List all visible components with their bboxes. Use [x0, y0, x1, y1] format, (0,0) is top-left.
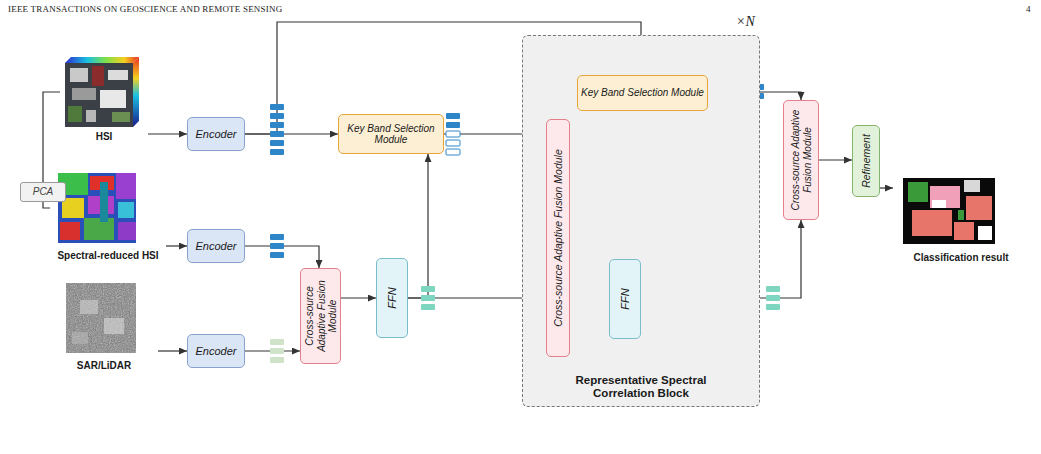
connector	[158, 350, 187, 351]
connector	[408, 154, 428, 298]
node-label: SAR/LiDAR	[50, 360, 158, 372]
refinement-box: Refinement	[852, 125, 880, 197]
spectral-reduced-image	[58, 173, 136, 243]
connector	[341, 297, 376, 298]
node-label: Key Band Selection Module	[339, 123, 443, 146]
connector	[166, 245, 187, 246]
connector	[148, 133, 187, 134]
node-label: Encoder	[196, 240, 237, 253]
node-label: Cross-source Adaptive Fusion Module	[552, 122, 564, 354]
node-label: Classification result	[893, 252, 1029, 264]
node-label: Encoder	[196, 128, 237, 141]
token-strip	[270, 339, 284, 363]
token-strip	[766, 286, 780, 310]
node-label: Cross-source Adaptive Fusion Module	[790, 103, 813, 217]
pca-box: PCA	[20, 182, 66, 202]
page-number: 4	[1026, 4, 1031, 14]
node-label: FFN	[619, 262, 632, 336]
node-label: PCA	[33, 186, 54, 198]
node-label: Encoder	[196, 345, 237, 358]
node-label: Representative Spectral Correlation Bloc…	[551, 374, 731, 400]
connector	[245, 246, 319, 268]
hsi-image	[65, 57, 139, 127]
repeat-count: ×N	[736, 14, 755, 30]
connector	[43, 202, 50, 208]
token-strip	[270, 234, 284, 258]
encoder-box: Encoder	[187, 117, 245, 151]
classification-map	[903, 178, 995, 244]
node-label: Refinement	[860, 128, 872, 194]
node-label: Key Band Selection Module	[581, 87, 704, 99]
band-selection-module: Key Band Selection Module	[338, 114, 444, 154]
connector	[880, 187, 893, 188]
image-node: Spectral-reduced HSI	[50, 170, 166, 262]
ffn-box: FFN	[376, 258, 408, 338]
ffn-box: FFN	[609, 259, 641, 339]
node-label: HSI	[60, 131, 148, 143]
sar-lidar-image	[66, 283, 136, 353]
fusion-module: Cross-source Adaptive Fusion Module	[783, 100, 819, 220]
node-label: Spectral-reduced HSI	[50, 250, 166, 262]
encoder-box: Encoder	[187, 229, 245, 263]
image-node: HSI	[60, 55, 148, 143]
band-selection-module: Key Band Selection Module	[577, 75, 708, 111]
image-node: SAR/LiDAR	[50, 280, 158, 372]
fusion-module: Cross-source Adaptive Fusion Module	[546, 119, 570, 357]
node-label: Cross-source Adaptive Fusion Module	[303, 271, 338, 361]
correlation-block: Representative Spectral Correlation Bloc…	[522, 35, 760, 407]
encoder-box: Encoder	[187, 334, 245, 368]
token-strip	[446, 113, 460, 155]
token-strip	[421, 286, 435, 310]
connector	[819, 159, 852, 160]
running-header: IEEE TRANSACTIONS ON GEOSCIENCE AND REMO…	[8, 4, 282, 14]
connector	[43, 92, 60, 182]
node-label: FFN	[386, 261, 399, 335]
fusion-module: Cross-source Adaptive Fusion Module	[300, 268, 341, 364]
token-strip	[270, 104, 284, 155]
image-node: Classification result	[893, 172, 1029, 264]
